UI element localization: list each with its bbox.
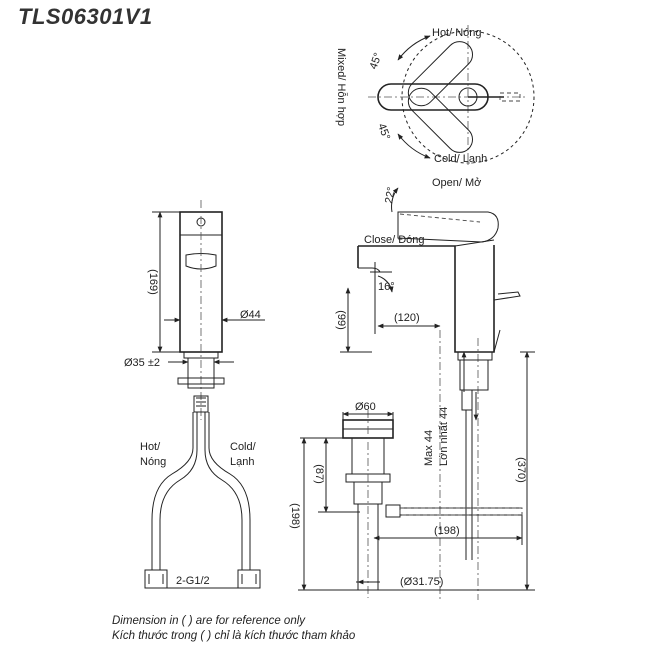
reference-note-en: Dimension in ( ) are for reference only <box>112 615 306 627</box>
cold-hose-label-2: Lạnh <box>230 456 254 468</box>
angle-45-lower: 45° <box>375 122 392 142</box>
mixed-label: Mixed/ Hỗn hợp <box>335 48 348 126</box>
dim-198-vertical: (198) <box>289 503 301 529</box>
dim-198-horizontal: (198) <box>434 525 460 537</box>
dim-lon-nhat-44: Lớn nhất 44 <box>438 407 450 466</box>
dim-120: (120) <box>394 312 420 324</box>
model-title: TLS06301V1 <box>18 4 153 29</box>
cold-hose-label-1: Cold/ <box>230 441 257 453</box>
side-view <box>298 187 535 600</box>
dim-370: (370) <box>515 457 527 483</box>
close-label: Close/ Đóng <box>364 234 425 246</box>
dim-diameter-35: Ø35 ±2 <box>124 357 160 369</box>
dim-diameter-31-75: (Ø31.75) <box>400 576 443 588</box>
thread-label: 2-G1/2 <box>176 575 210 587</box>
dim-169: (169) <box>147 269 159 295</box>
hot-hose-label-1: Hot/ <box>140 441 161 453</box>
front-view <box>144 200 265 589</box>
angle-16: 16° <box>378 281 395 293</box>
angle-22: 22° <box>383 186 398 204</box>
hot-hose-label-2: Nóng <box>140 456 166 468</box>
dim-max-44: Max 44 <box>423 430 435 466</box>
dim-diameter-44: Ø44 <box>240 309 261 321</box>
dim-87: (87) <box>313 464 325 484</box>
dim-99: (99) <box>335 310 347 330</box>
dim-diameter-60: Ø60 <box>355 401 376 413</box>
open-label: Open/ Mở <box>432 177 481 189</box>
top-view <box>368 25 535 165</box>
hot-label-top: Hot/ Nóng <box>432 27 482 39</box>
cold-label-top: Cold/ Lạnh <box>434 153 487 165</box>
reference-note-vi: Kích thước trong ( ) chỉ là kích thước t… <box>112 630 356 642</box>
angle-45-upper: 45° <box>368 51 385 71</box>
